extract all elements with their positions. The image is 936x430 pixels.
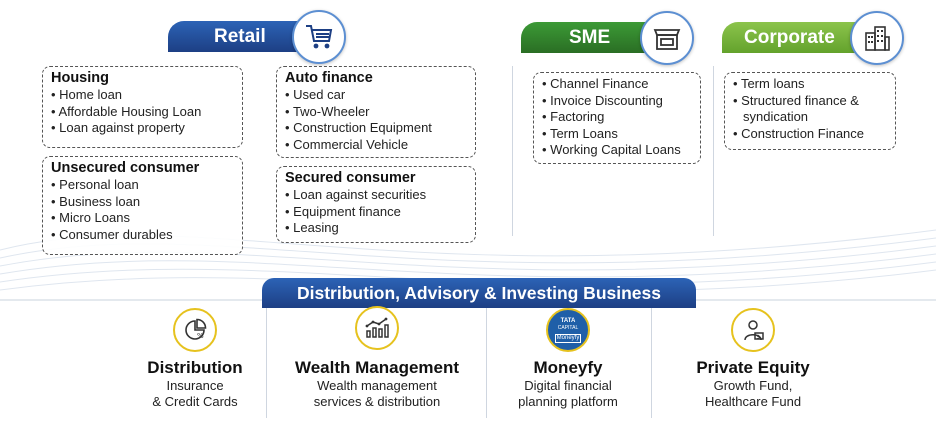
- moneyfy-col-title: Moneyfy: [533, 358, 603, 377]
- list-item: Business loan: [51, 194, 236, 211]
- list-item: Consumer durables: [51, 227, 236, 244]
- list-item: Factoring: [542, 109, 694, 126]
- wealth-col-title: Wealth Management: [294, 358, 460, 377]
- distribution-banner: Distribution, Advisory & Investing Busin…: [262, 278, 696, 308]
- list-item: Micro Loans: [51, 210, 236, 227]
- retail-title: Retail: [214, 25, 266, 47]
- shopping-cart-icon: [292, 10, 346, 64]
- list-item: Two-Wheeler: [285, 104, 469, 121]
- corporate-title: Corporate: [744, 26, 835, 48]
- distribution-col-line: & Credit Cards: [152, 394, 238, 409]
- distribution-column: % Distribution Insurance & Credit Cards: [140, 306, 250, 410]
- column-divider: [266, 308, 267, 418]
- column-divider: [486, 308, 487, 418]
- unsecured-consumer-box: Unsecured consumer Personal loan Busines…: [42, 156, 243, 255]
- auto-finance-box: Auto finance Used car Two-Wheeler Constr…: [276, 66, 476, 158]
- sme-title: SME: [569, 26, 611, 48]
- pie-chart-icon: %: [173, 308, 217, 352]
- sme-banner: SME: [521, 22, 649, 53]
- list-item: Structured finance & syndication: [733, 93, 889, 126]
- list-item: Construction Finance: [733, 126, 889, 143]
- moneyfy-col-line: Digital financial: [524, 378, 612, 393]
- moneyfy-logo-icon: TATA CAPITAL Moneyfy: [546, 308, 590, 352]
- distribution-col-title: Distribution: [147, 358, 243, 377]
- list-item: Loan against property: [51, 120, 236, 137]
- distribution-title: Distribution, Advisory & Investing Busin…: [297, 282, 661, 303]
- auto-heading: Auto finance: [285, 70, 373, 86]
- private-equity-column: $ Private Equity Growth Fund, Healthcare…: [678, 306, 828, 410]
- moneyfy-column: TATA CAPITAL Moneyfy Moneyfy Digital fin…: [500, 306, 636, 410]
- private-equity-col-line: Healthcare Fund: [704, 394, 802, 409]
- unsecured-heading: Unsecured consumer: [51, 160, 200, 176]
- retail-banner: Retail: [168, 21, 308, 52]
- moneyfy-col-line: planning platform: [518, 394, 618, 409]
- buildings-icon: [850, 11, 904, 65]
- logo-text: Moneyfy: [554, 333, 582, 343]
- list-item: Working Capital Loans: [542, 142, 694, 159]
- private-equity-col-title: Private Equity: [696, 358, 810, 377]
- corporate-banner: Corporate: [722, 22, 864, 53]
- wealth-col-line: services & distribution: [313, 394, 441, 409]
- list-item: Channel Finance: [542, 76, 694, 93]
- distribution-col-line: Insurance: [166, 378, 224, 393]
- sme-box: Channel Finance Invoice Discounting Fact…: [533, 72, 701, 164]
- column-divider: [651, 308, 652, 418]
- storefront-icon: [640, 11, 694, 65]
- secured-heading: Secured consumer: [285, 170, 416, 186]
- list-item: Home loan: [51, 87, 236, 104]
- list-item: Leasing: [285, 220, 469, 237]
- list-item: Loan against securities: [285, 187, 469, 204]
- list-item: Term loans: [733, 76, 889, 93]
- investor-icon: $: [731, 308, 775, 352]
- section-divider: [512, 66, 513, 236]
- list-item: Affordable Housing Loan: [51, 104, 236, 121]
- secured-consumer-box: Secured consumer Loan against securities…: [276, 166, 476, 243]
- section-divider: [713, 66, 714, 236]
- growth-chart-icon: [355, 306, 399, 350]
- housing-heading: Housing: [51, 70, 109, 86]
- list-item: Equipment finance: [285, 204, 469, 221]
- list-item: Construction Equipment: [285, 120, 469, 137]
- list-item: Commercial Vehicle: [285, 137, 469, 154]
- logo-text: CAPITAL: [557, 324, 579, 331]
- list-item: Invoice Discounting: [542, 93, 694, 110]
- svg-text:$: $: [757, 335, 761, 341]
- list-item: Used car: [285, 87, 469, 104]
- svg-text:%: %: [197, 332, 204, 340]
- logo-text: TATA: [560, 317, 576, 324]
- wealth-col-line: Wealth management: [317, 378, 437, 393]
- wealth-management-column: Wealth Management Wealth management serv…: [284, 306, 470, 410]
- housing-box: Housing Home loan Affordable Housing Loa…: [42, 66, 243, 148]
- list-item: Personal loan: [51, 177, 236, 194]
- list-item: Term Loans: [542, 126, 694, 143]
- private-equity-col-line: Growth Fund,: [713, 378, 793, 393]
- corporate-box: Term loans Structured finance & syndicat…: [724, 72, 896, 150]
